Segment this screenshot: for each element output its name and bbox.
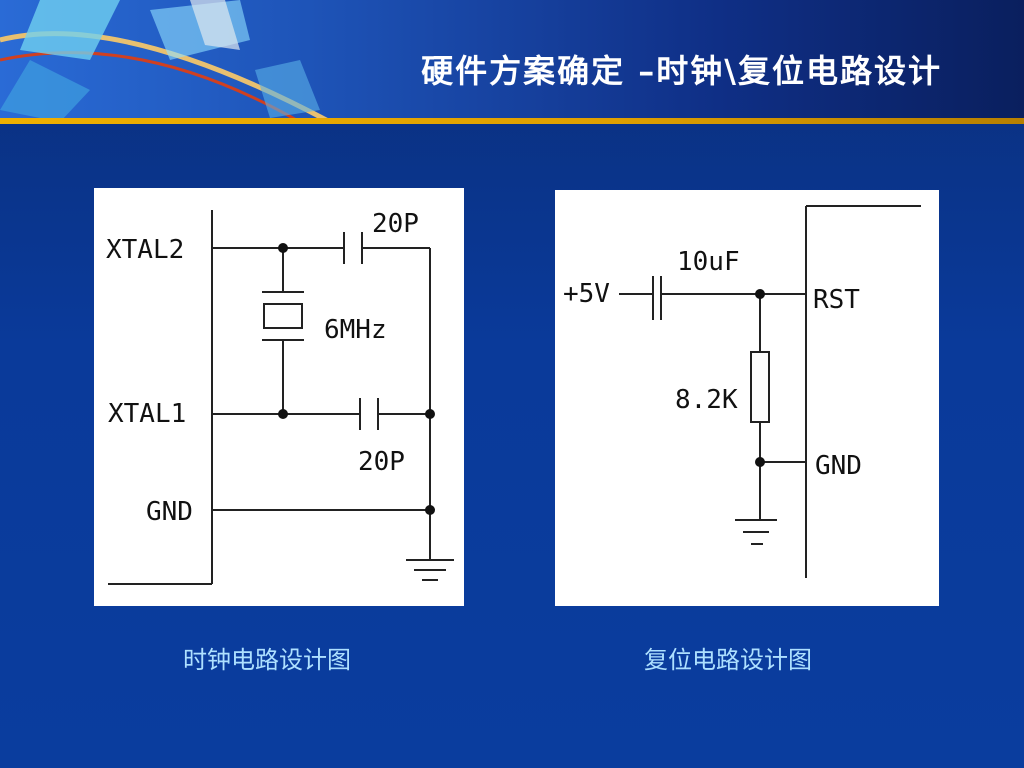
clock-circuit-diagram: XTAL2 XTAL1 GND 20P 20P 6MHz (94, 188, 464, 606)
label-cap: 10uF (677, 247, 740, 277)
junction-dot (425, 505, 435, 515)
label-resistor: 8.2K (675, 385, 738, 415)
label-xtal2: XTAL2 (106, 235, 184, 265)
header-banner: 硬件方案确定 –时钟\复位电路设计 (0, 0, 1024, 122)
reset-circuit-caption: 复位电路设计图 (644, 646, 812, 674)
label-cap-bottom: 20P (358, 447, 405, 477)
slide-title: 硬件方案确定 –时钟\复位电路设计 (421, 52, 942, 90)
label-xtal1: XTAL1 (108, 399, 186, 429)
clock-circuit-caption: 时钟电路设计图 (183, 646, 351, 674)
label-vcc: +5V (563, 279, 610, 309)
label-crystal: 6MHz (324, 315, 387, 345)
label-rst: RST (813, 285, 860, 315)
header-decoration (0, 0, 332, 122)
junction-dot (755, 457, 765, 467)
junction-dot (425, 409, 435, 419)
label-gnd: GND (146, 497, 193, 527)
label-cap-top: 20P (372, 209, 419, 239)
junction-dot (278, 409, 288, 419)
header-accent-stripe (0, 118, 1024, 124)
reset-circuit-diagram: +5V 10uF 8.2K RST GND (555, 190, 939, 606)
clock-circuit-svg: XTAL2 XTAL1 GND 20P 20P 6MHz (106, 209, 454, 585)
junction-dot (278, 243, 288, 253)
reset-circuit-svg: +5V 10uF 8.2K RST GND (563, 205, 921, 578)
junction-dot (755, 289, 765, 299)
label-reset-gnd: GND (815, 451, 862, 481)
